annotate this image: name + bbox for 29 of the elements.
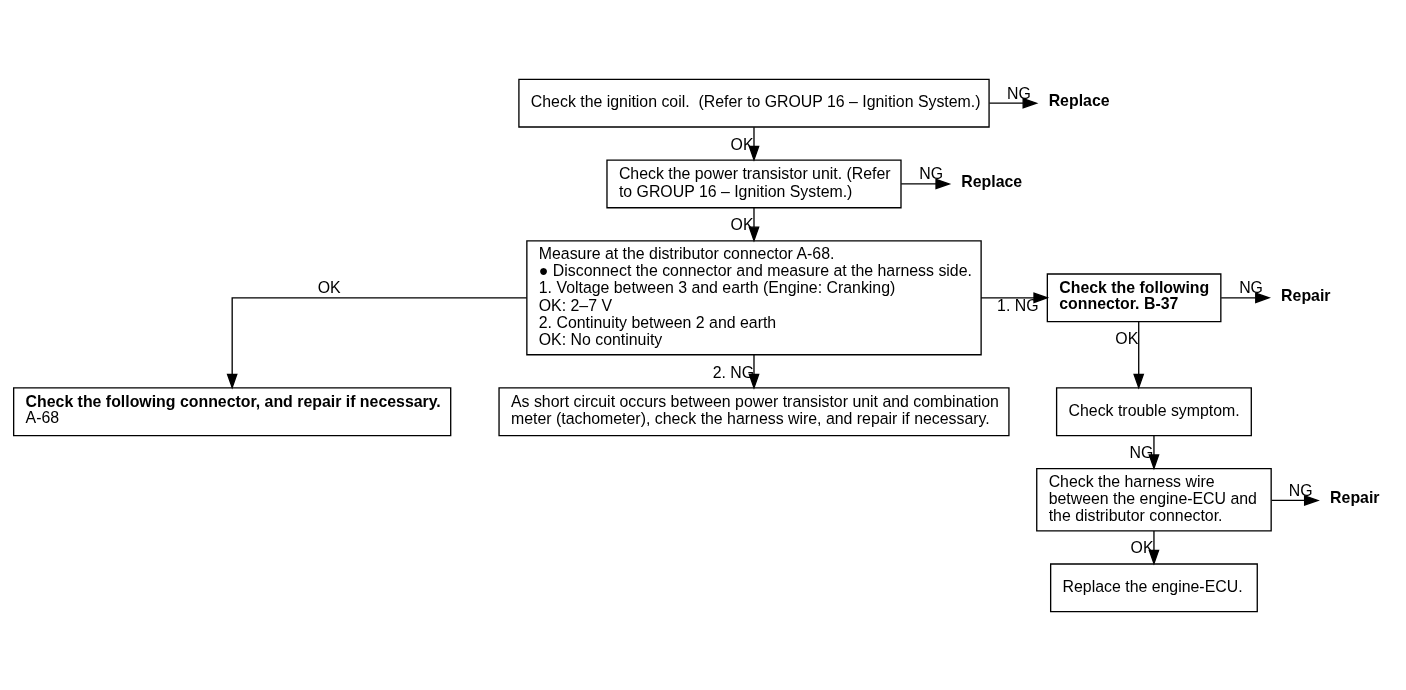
arrow <box>1148 434 1160 470</box>
edge-label: OK <box>1115 329 1139 347</box>
node-box: Measure at the distributor connector A-68. ● Disconnect the connector and measure at the harness side. 1. Voltage between 3 and earth (Engine: Cranking) OK: 2–7 V 2. Continuity between 2 and earth OK: No continuity <box>526 239 982 355</box>
edge-label: NG <box>1288 481 1313 499</box>
node-text: Replace <box>961 172 1023 190</box>
arrow <box>900 177 952 189</box>
node-box: Check the following connector, and repair if necessary. A-68 <box>13 386 452 436</box>
node-box: As short circuit occurs between power transistor unit and combination meter (tachometer), check the harness wire, and repair if necessary. <box>498 386 1010 436</box>
arrow <box>980 291 1050 303</box>
node-text: Repair <box>1330 488 1380 506</box>
arrow <box>1271 494 1320 506</box>
arrow <box>226 296 528 390</box>
edge-label: NG <box>1006 84 1031 102</box>
node-box: Check the harness wire between the engine-ECU and the distributor connector. <box>1036 467 1272 532</box>
edge-label: OK <box>730 215 754 233</box>
node-text: Repair <box>1281 286 1331 304</box>
node-text: Replace <box>1048 91 1110 109</box>
node-box: Replace the engine-ECU. <box>1050 562 1258 612</box>
arrow <box>1220 291 1271 303</box>
node-box: Check the power transistor unit. (Refer to GROUP 16 – Ignition System.) <box>606 158 902 208</box>
edge-label: NG <box>919 164 944 182</box>
node-box: Check the ignition coil. (Refer to GROUP 16 – Ignition System.) <box>518 78 990 128</box>
arrow <box>1133 320 1145 390</box>
edge-label: OK <box>317 278 341 296</box>
edge-label: NG <box>1129 443 1154 461</box>
node-box: Check the following connector. B-37 <box>1046 272 1222 322</box>
arrow <box>988 97 1039 109</box>
node-box: Check trouble symptom. <box>1055 386 1252 436</box>
edge-label: NG <box>1239 278 1263 296</box>
